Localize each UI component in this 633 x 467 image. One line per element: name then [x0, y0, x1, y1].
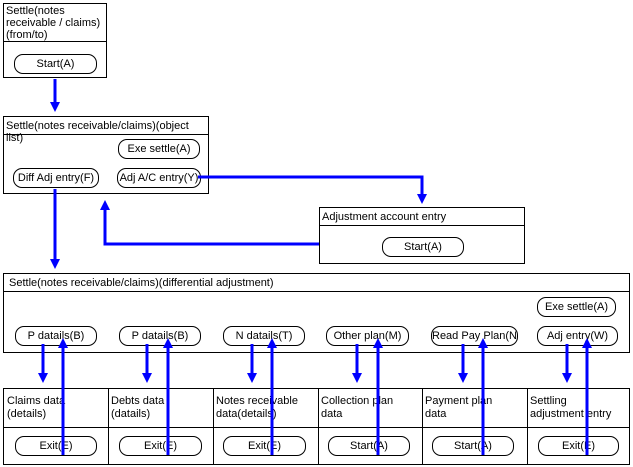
divider — [4, 41, 106, 42]
adj-entry-button[interactable]: Adj entry(W) — [537, 326, 618, 346]
divider — [320, 225, 524, 226]
screen-settle-differential-adjustment: Settle(notes receivable/claims)(differen… — [3, 273, 630, 353]
exe-settle-button[interactable]: Exe settle(A) — [118, 139, 200, 159]
diff-adj-entry-button[interactable]: Diff Adj entry(F) — [13, 168, 99, 188]
screen-adjustment-account-entry: Adjustment account entry Start(A) — [319, 207, 525, 264]
screen-settle-object-list: Settle(notes receivable/claims)(object l… — [3, 116, 209, 194]
divider — [4, 134, 208, 135]
read-pay-plan-button[interactable]: Read Pay Plan(N) — [431, 326, 518, 346]
screen-settling-adjustment-entry-title: Settling adjustment entry — [530, 395, 612, 420]
divider — [4, 427, 629, 428]
other-plan-button[interactable]: Other plan(M) — [326, 326, 409, 346]
screen-adjustment-account-entry-title: Adjustment account entry — [322, 211, 447, 223]
p-datails-button[interactable]: P datails(B) — [119, 326, 201, 346]
screen-debts-data: Debts data (datails) Exit(E) — [108, 389, 214, 464]
arrow-adjac-to-adjustment-entry — [198, 175, 427, 204]
divider — [4, 291, 629, 292]
screen-settle-from-to-title: Settle(notes receivable / claims) (from/… — [6, 5, 101, 41]
start-button[interactable]: Start(A) — [382, 237, 464, 257]
p-datails-button[interactable]: P datails(B) — [15, 326, 97, 346]
screen-settle-object-list-title: Settle(notes receivable/claims)(object l… — [6, 120, 189, 144]
screen-claims-data-title: Claims data (details) — [7, 395, 66, 420]
screen-claims-data: Claims data (details) Exit(E) — [4, 389, 109, 464]
screen-debts-data-title: Debts data (datails) — [111, 395, 165, 420]
screen-settle-differential-adjustment-title: Settle(notes receivable/claims)(differen… — [9, 277, 274, 289]
arrow-adjustment-entry-return — [100, 200, 319, 246]
exit-button[interactable]: Exit(E) — [223, 436, 306, 456]
exit-button[interactable]: Exit(E) — [15, 436, 97, 456]
start-button[interactable]: Start(A) — [14, 54, 97, 74]
exe-settle-button[interactable]: Exe settle(A) — [537, 297, 616, 317]
n-datails-button[interactable]: N datails(T) — [223, 326, 305, 346]
bottom-screens-row: Claims data (details) Exit(E) Debts data… — [3, 388, 630, 465]
adj-ac-entry-button[interactable]: Adj A/C entry(Y) — [117, 168, 201, 188]
screen-settle-from-to: Settle(notes receivable / claims) (from/… — [3, 3, 107, 78]
